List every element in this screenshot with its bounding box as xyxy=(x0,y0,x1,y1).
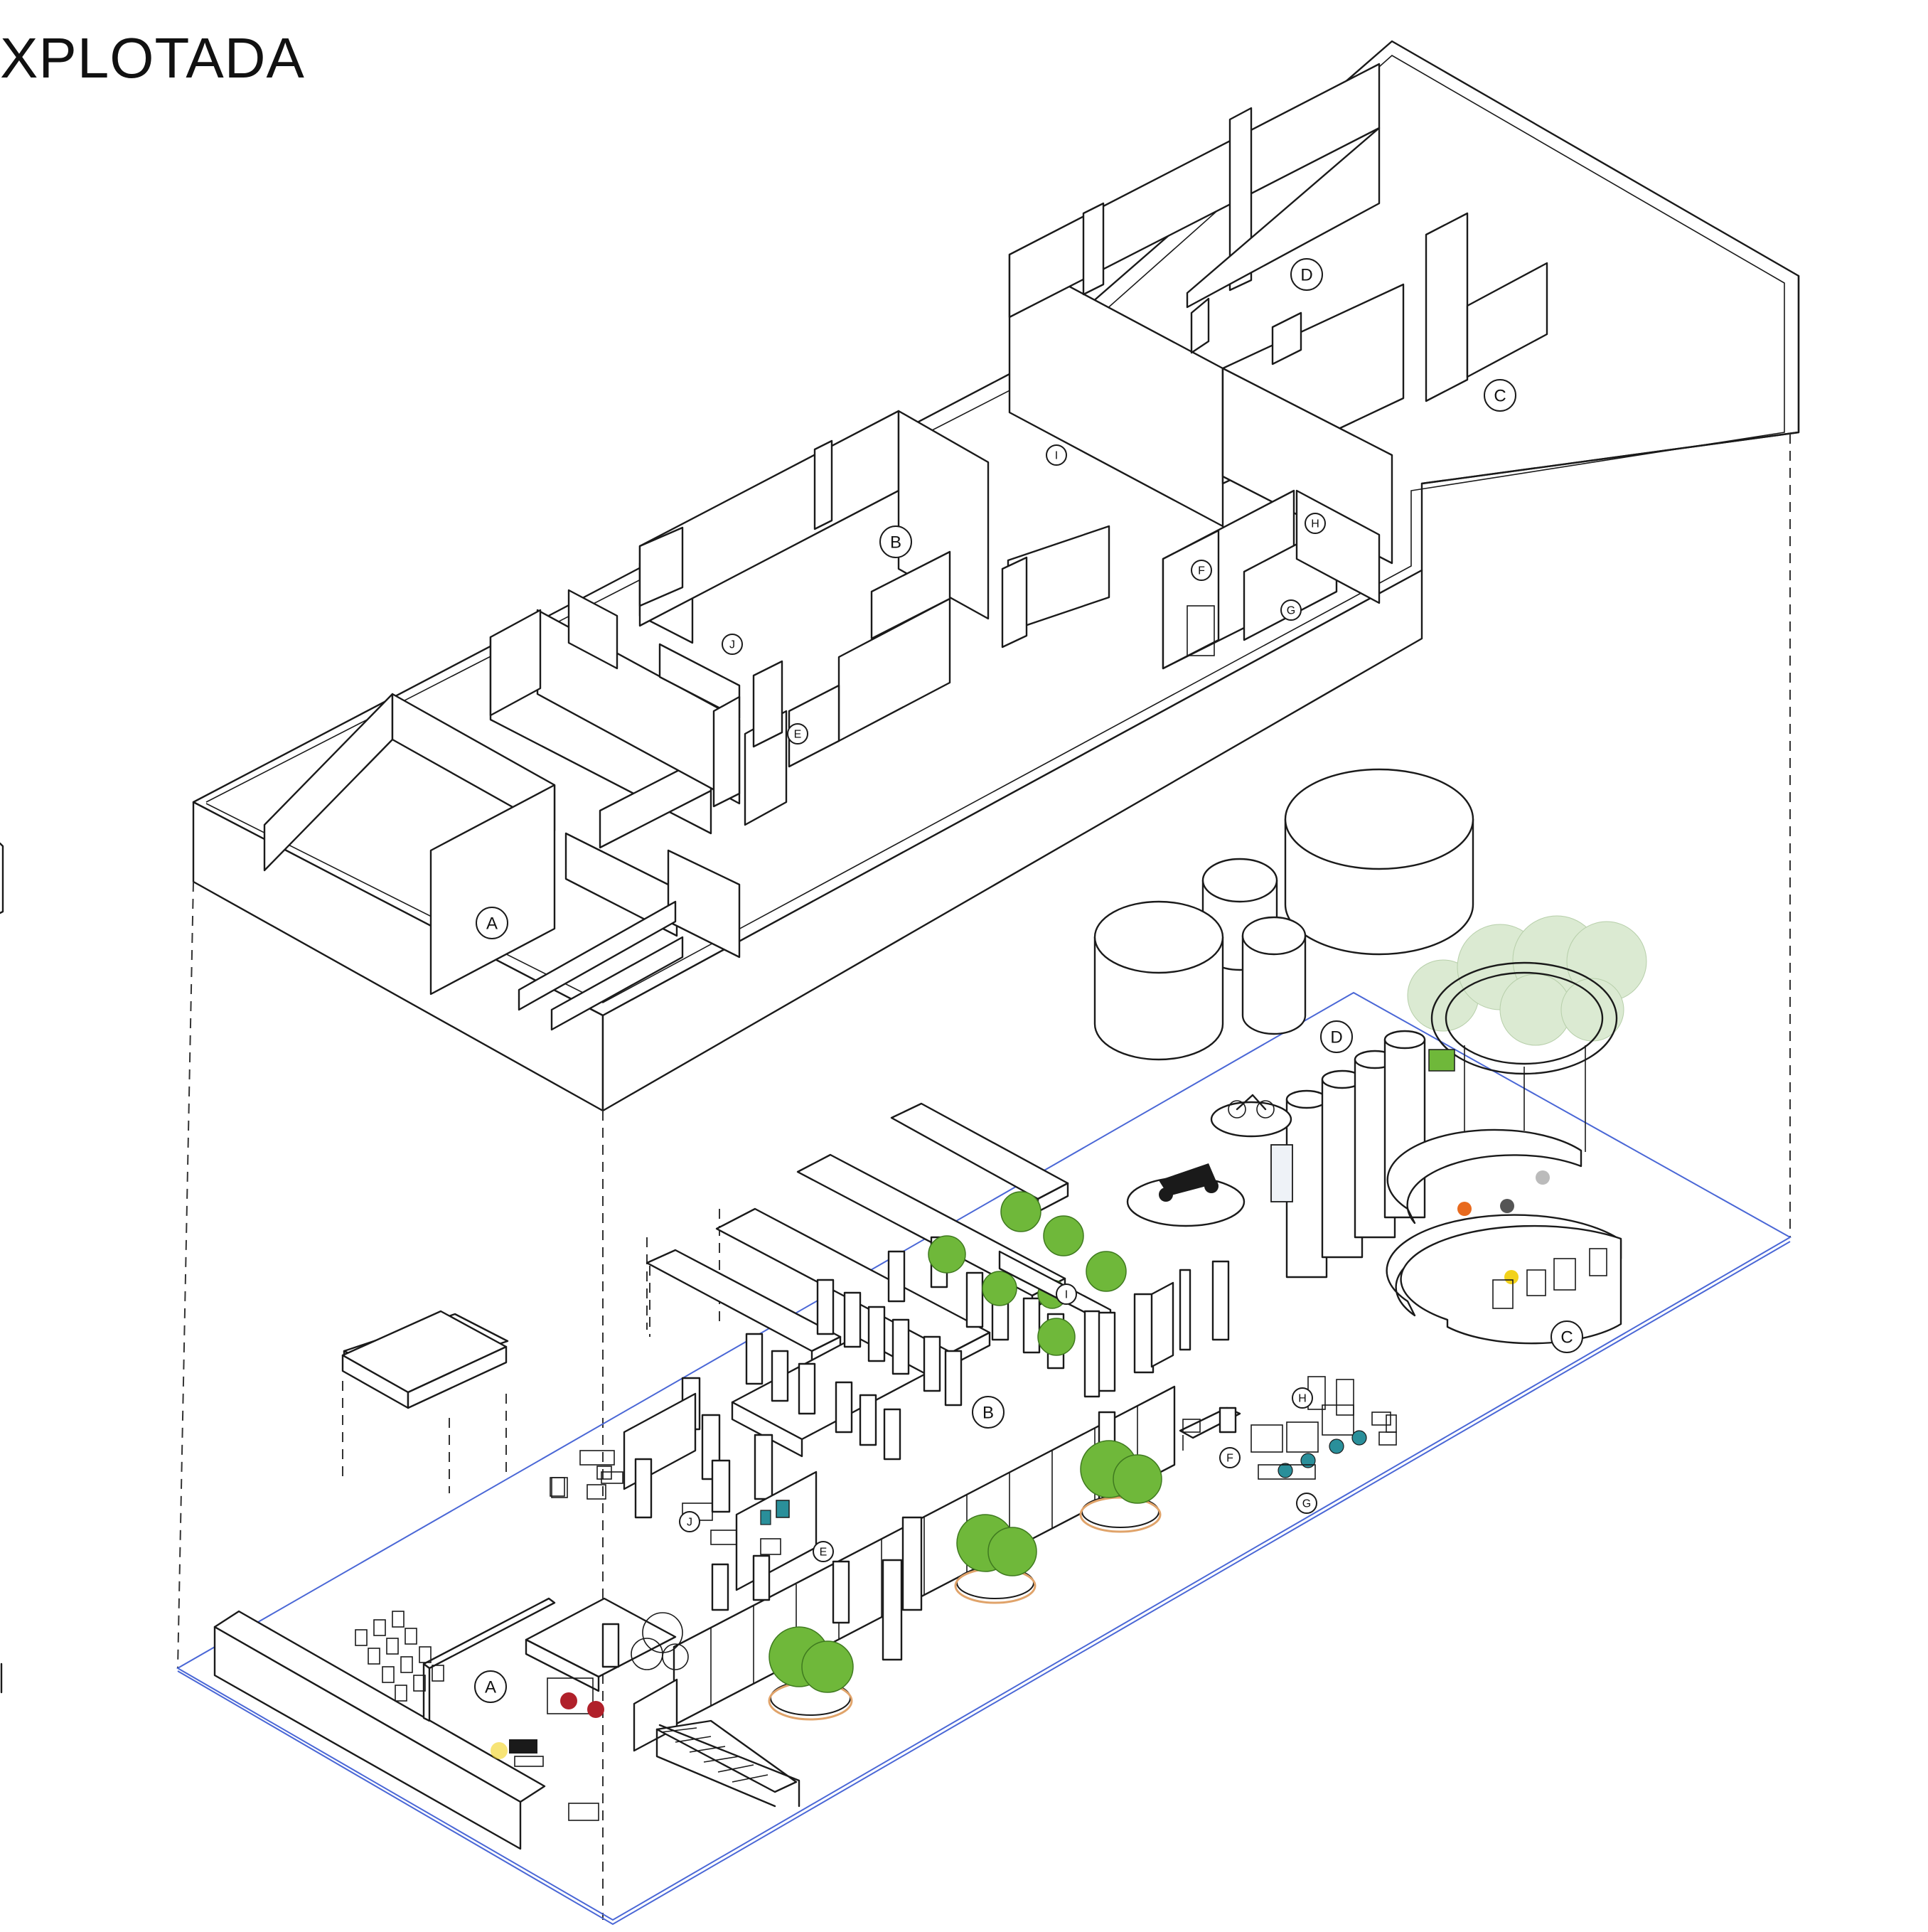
workstations xyxy=(1179,1376,1397,1480)
svg-text:C: C xyxy=(1560,1328,1573,1347)
upper-room-walls xyxy=(263,63,1548,1031)
tree-planters xyxy=(768,1440,1162,1721)
upper-slab-right-edge xyxy=(601,569,1423,1112)
svg-text:G: G xyxy=(1302,1498,1311,1510)
upper-label-F: F xyxy=(1191,560,1212,581)
lower-label-D: D xyxy=(1320,1020,1353,1053)
svg-text:H: H xyxy=(1298,1393,1307,1405)
cropped-edge-objects xyxy=(0,842,4,1694)
lower-label-C: C xyxy=(1551,1320,1583,1353)
upper-label-A: A xyxy=(476,907,508,939)
svg-text:I: I xyxy=(1065,1289,1068,1301)
upper-label-D: D xyxy=(1290,258,1323,291)
ground-outline xyxy=(176,991,1792,1921)
cylinder-group xyxy=(1093,768,1474,1061)
lower-label-G: G xyxy=(1296,1493,1317,1514)
upper-perimeter-inner xyxy=(205,55,1785,1003)
upper-label-H: H xyxy=(1305,513,1326,534)
lower-label-H: H xyxy=(1292,1387,1313,1409)
ribbed-columns xyxy=(1285,1030,1426,1279)
lower-label-A: A xyxy=(474,1670,507,1703)
lower-zone-labels: A B C D E xyxy=(474,1020,1583,1703)
svg-text:F: F xyxy=(1226,1453,1233,1465)
left-box xyxy=(341,1310,508,1409)
svg-text:I: I xyxy=(1055,450,1058,462)
svg-text:F: F xyxy=(1198,565,1205,577)
lower-label-E: E xyxy=(813,1541,834,1562)
svg-text:B: B xyxy=(982,1404,994,1423)
lower-floor-plan: A B C D E xyxy=(176,768,1792,1926)
svg-text:J: J xyxy=(687,1517,692,1529)
upper-label-J: J xyxy=(722,634,743,655)
vehicle-platforms xyxy=(1126,1094,1293,1227)
lower-label-F: F xyxy=(1219,1447,1241,1468)
svg-text:D: D xyxy=(1300,266,1312,285)
circular-canopy xyxy=(1386,915,1647,1345)
svg-text:G: G xyxy=(1287,605,1295,617)
lower-label-J: J xyxy=(679,1511,700,1532)
svg-text:A: A xyxy=(486,914,498,934)
svg-text:B: B xyxy=(890,533,901,553)
upper-room-labels: A B C D E xyxy=(476,258,1516,939)
service-rooms-left xyxy=(551,1392,818,1611)
svg-text:E: E xyxy=(820,1547,828,1559)
upper-label-C: C xyxy=(1484,379,1516,412)
corridor-panels xyxy=(998,1250,1230,1398)
svg-text:E: E xyxy=(794,729,802,741)
zone-A-entrance xyxy=(213,1597,800,1850)
upper-label-E: E xyxy=(787,723,808,744)
svg-text:C: C xyxy=(1494,387,1506,406)
upper-floor-plan: A B C D E xyxy=(192,40,1800,1112)
upper-label-G: G xyxy=(1280,599,1302,621)
diagram-title: XPLOTADA xyxy=(0,26,305,90)
upper-label-B: B xyxy=(879,525,912,558)
small-fixtures xyxy=(550,1407,1237,1497)
svg-text:J: J xyxy=(729,639,735,651)
lower-label-I: I xyxy=(1056,1283,1077,1305)
upper-label-I: I xyxy=(1046,444,1067,466)
svg-text:H: H xyxy=(1311,518,1319,530)
lower-label-B: B xyxy=(972,1396,1005,1429)
svg-text:A: A xyxy=(485,1678,496,1697)
svg-text:D: D xyxy=(1330,1028,1342,1047)
chair-grid xyxy=(355,1611,444,1702)
upper-slab-rear-rim xyxy=(1420,274,1800,485)
